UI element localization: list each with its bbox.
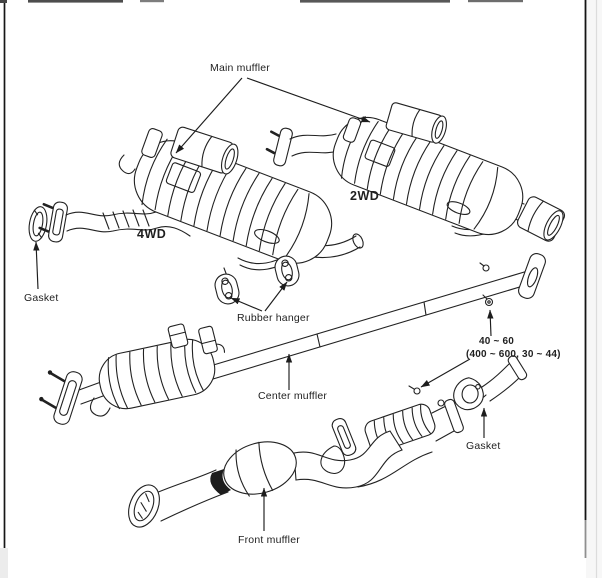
front-flange-bolt (413, 387, 421, 395)
pipe-clamp-band (210, 469, 231, 495)
leader-lines (33, 77, 494, 531)
rubber-hanger-rear-drawing (274, 255, 300, 287)
label-torque-alt-units: (400 ~ 600, 30 ~ 44) (466, 349, 561, 360)
label-main-muffler: Main muffler (210, 62, 270, 74)
main-muffler-4wd-drawing (28, 126, 364, 277)
front-muffler-inlet-ring (128, 484, 160, 528)
center-pipe-end-flange (518, 253, 546, 299)
label-gasket-left: Gasket (24, 292, 59, 304)
gasket-left-drawing (28, 206, 48, 242)
label-gasket-right: Gasket (466, 440, 501, 452)
label-rubber-hanger: Rubber hanger (237, 312, 310, 324)
outlet-2wd (385, 102, 447, 144)
rubber-hanger-front-drawing (214, 273, 240, 305)
outlet-4wd (170, 126, 239, 175)
label-4wd: 4WD (137, 227, 167, 241)
torque-bolt (484, 297, 494, 307)
inlet-flange-2wd (265, 127, 293, 167)
main-muffler-2wd-drawing (265, 102, 566, 242)
label-2wd: 2WD (350, 189, 380, 203)
label-front-muffler: Front muffler (238, 534, 300, 546)
inlet-flange-4wd (38, 201, 68, 243)
center-muffler-flange (39, 370, 83, 425)
label-center-muffler: Center muffler (258, 390, 328, 402)
label-torque-value: 40 ~ 60 (479, 336, 515, 347)
gasket-right-drawing (453, 377, 484, 411)
front-muffler-drawing (128, 355, 528, 528)
tailpipe-2wd (516, 196, 566, 242)
center-muffler-drawing (39, 253, 546, 425)
